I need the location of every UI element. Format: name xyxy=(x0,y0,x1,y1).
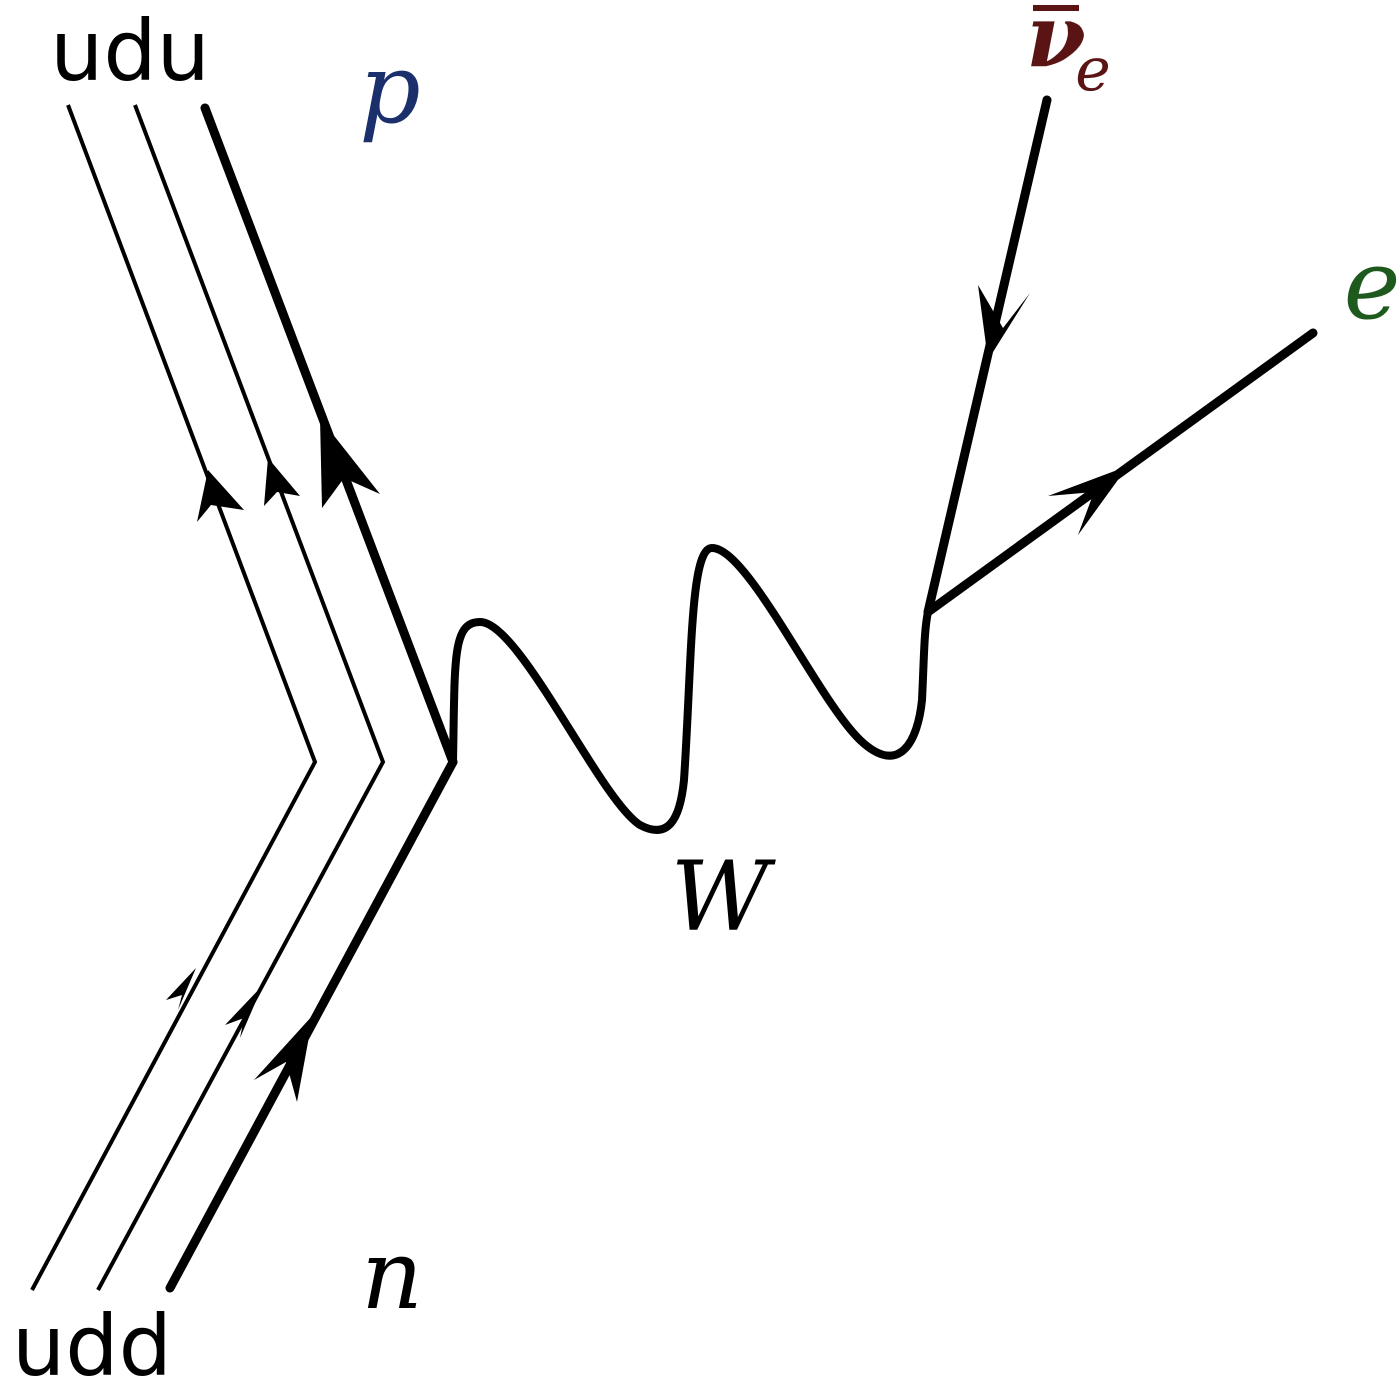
w-boson-label: W xyxy=(671,841,777,953)
proton-label: p xyxy=(359,33,420,145)
antineutrino-bar xyxy=(1033,5,1079,11)
arrow-up-icon xyxy=(264,458,300,506)
quark-line-3 xyxy=(165,103,458,1293)
arrow-down-icon xyxy=(978,285,1030,360)
top-quarks-label: udu xyxy=(50,2,210,100)
neutron-label: n xyxy=(361,1219,423,1331)
electron-label: e xyxy=(1344,229,1398,341)
antineutrino-label: ν e xyxy=(1026,0,1111,105)
quark-line-2 xyxy=(96,104,386,1291)
quark-arrow-icons xyxy=(166,418,380,1102)
arrow-right-icon xyxy=(1048,466,1128,535)
antineutrino-symbol: ν xyxy=(1026,0,1086,87)
arrow-up-icon xyxy=(197,470,244,522)
arrow-up-icon xyxy=(166,968,196,1010)
arrow-up-icon xyxy=(320,418,380,508)
arrow-up-icon xyxy=(225,985,263,1038)
arrow-up-icon xyxy=(254,1015,313,1102)
bottom-quarks-label: udd xyxy=(12,1297,172,1385)
w-boson-propagator xyxy=(449,543,932,834)
antineutrino-subscript: e xyxy=(1075,35,1111,105)
quark-line-1 xyxy=(30,104,318,1291)
